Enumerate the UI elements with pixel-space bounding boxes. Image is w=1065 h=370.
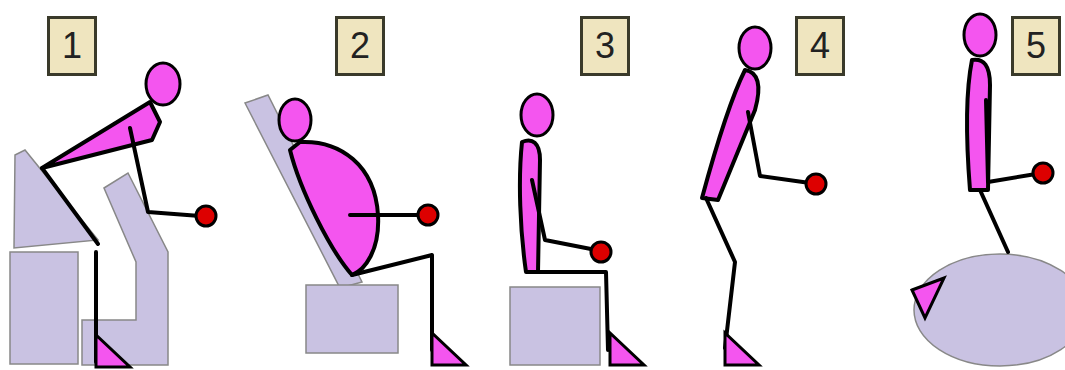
callout-number: 1 [62, 28, 82, 64]
callout-box: 4 [795, 16, 845, 76]
callout-number: 4 [810, 28, 830, 64]
hand-ball [196, 206, 216, 226]
foot [96, 335, 130, 367]
limbs [706, 112, 810, 348]
callout-number: 5 [1026, 28, 1046, 64]
head [521, 94, 553, 136]
hand-ball [806, 174, 826, 194]
callout-box: 3 [580, 16, 630, 76]
foot [432, 333, 466, 365]
limbs [42, 128, 200, 362]
foot [610, 333, 644, 365]
stool [510, 287, 600, 365]
exercise-ball [914, 254, 1065, 366]
callout-box: 5 [1011, 16, 1061, 76]
seat-base [10, 252, 78, 364]
foot [725, 333, 759, 365]
head [964, 14, 996, 56]
torso [42, 102, 160, 168]
head [279, 99, 311, 141]
hand-ball [418, 205, 438, 225]
callout-number: 2 [350, 28, 370, 64]
limbs [530, 180, 608, 350]
torso [702, 70, 758, 200]
torso [290, 142, 378, 275]
head [146, 63, 180, 105]
callout-box: 2 [335, 16, 385, 76]
chair-seat [306, 285, 398, 353]
head [739, 27, 771, 69]
callout-box: 1 [47, 16, 97, 76]
foot [912, 278, 944, 318]
hand-ball [1033, 163, 1053, 183]
limbs [980, 100, 1036, 252]
callout-number: 3 [595, 28, 615, 64]
limbs [350, 215, 432, 350]
hand-ball [591, 242, 611, 262]
